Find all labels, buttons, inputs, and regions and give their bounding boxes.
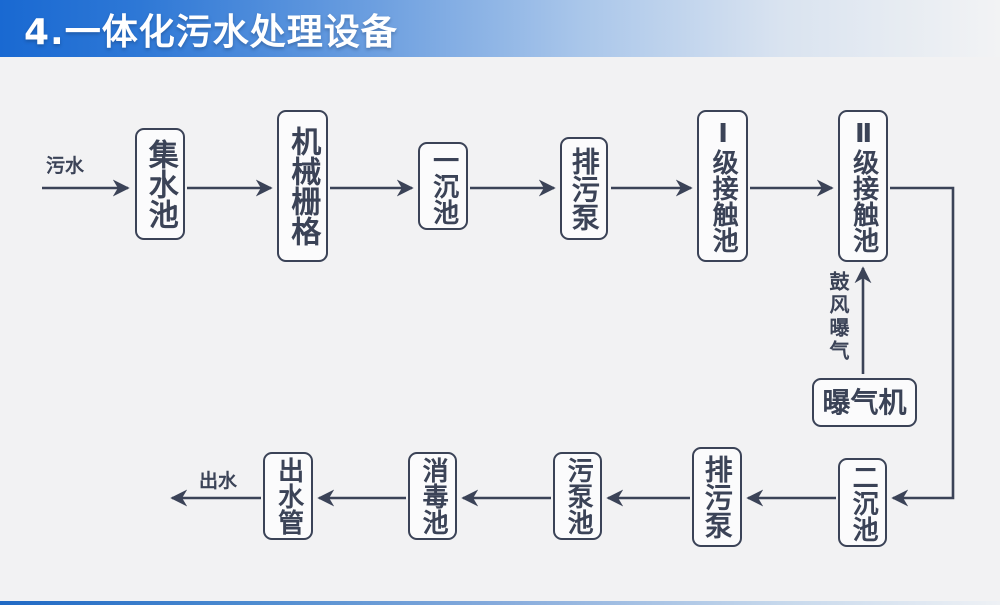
node-collecting-tank: 集水池 [135,128,185,240]
node-contact-tank-2: Ⅱ级接触池 [838,110,888,262]
node-sewage-pump-1: 排污泵 [560,137,608,240]
node-outlet-pipe: 出水管 [263,452,313,540]
bottom-white-strip [0,605,1000,607]
outflow-label: 出水 [199,470,238,492]
node-mechanical-grid: 机械栅格 [277,110,328,262]
node-primary-sedimentation: 一沉池 [418,142,468,230]
node-sludge-pump-tank: 污泵池 [553,452,602,540]
node-sewage-pump-2: 排污泵 [692,447,742,547]
arrow-contact2-to-secondary-sed [890,186,955,507]
node-disinfection-tank: 消毒池 [408,452,457,540]
inflow-label: 污水 [46,155,85,177]
node-contact-tank-1: Ⅰ级接触池 [697,110,748,262]
node-aerator: 曝气机 [812,378,917,427]
aeration-label: 鼓风曝气 [826,271,850,363]
slide-header: 4.一体化污水处理设备 [0,0,1000,57]
slide-title: 4.一体化污水处理设备 [24,11,398,53]
node-secondary-sedimentation: 二沉池 [838,458,887,547]
bottom-accent-bar [0,601,1000,605]
